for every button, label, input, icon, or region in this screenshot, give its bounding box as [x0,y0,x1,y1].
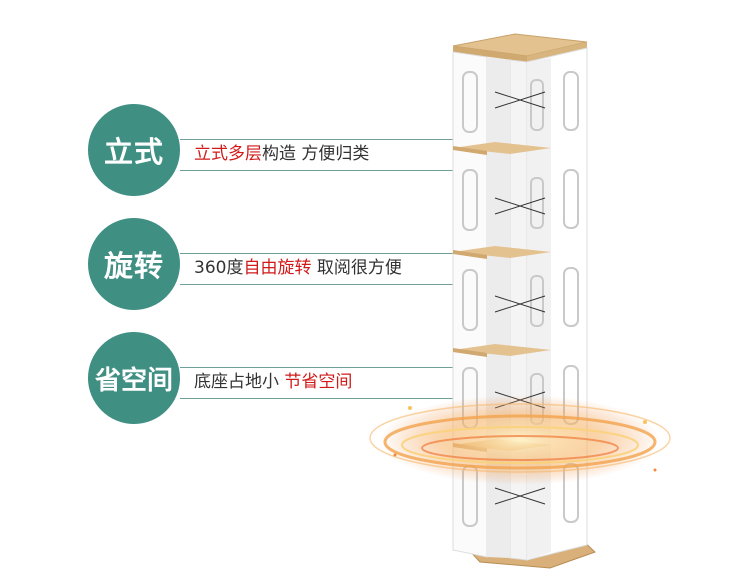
divider-line [180,253,518,254]
feature-description: 底座占地小 节省空间 [194,370,352,394]
desc-text: 底座占地小 [194,372,285,392]
desc-highlight: 自由旋转 [243,258,312,278]
feature-title-circle: 立式 [88,104,180,196]
rotating-bookshelf-image [369,33,671,569]
desc-highlight: 立式多层 [194,144,262,164]
desc-highlight: 节省空间 [284,372,353,392]
divider-line [180,170,485,171]
divider-line [180,139,485,140]
divider-line [180,367,468,368]
feature-title-circle: 旋转 [88,218,180,310]
divider-line [180,284,518,285]
feature-description: 立式多层构造 方便归类 [194,142,369,166]
rotation-glow-effect [369,395,671,485]
feature-title-circle: 省空间 [88,332,180,424]
side-panel-middle [509,59,528,561]
elastic-cords [494,91,546,505]
divider-line [180,398,468,399]
desc-text: 取阅很方便 [311,258,402,278]
desc-text: 360度 [194,258,244,278]
desc-text: 构造 方便归类 [262,144,370,164]
feature-description: 360度自由旋转 取阅很方便 [194,256,402,280]
